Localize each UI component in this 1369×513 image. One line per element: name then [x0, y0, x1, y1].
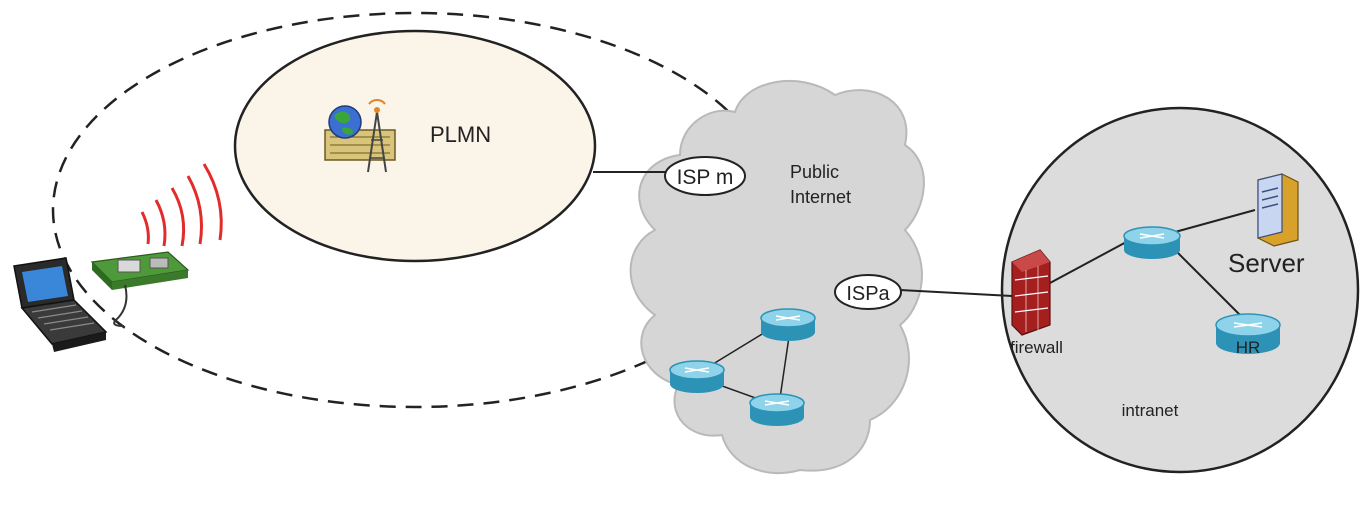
globe-antenna-icon — [324, 99, 396, 173]
plmn-label: PLMN — [430, 122, 491, 147]
isp-a-label: ISPa — [846, 283, 890, 305]
isp-m-label: ISP m — [677, 166, 734, 189]
signal-waves-icon — [140, 163, 223, 247]
firewall-router-link — [1049, 239, 1131, 284]
gsm-modem-icon — [90, 251, 190, 327]
server-icon — [1257, 173, 1299, 247]
plmn-ellipse — [233, 29, 597, 263]
hr-label: HR — [1236, 338, 1261, 357]
laptop-icon — [13, 257, 108, 352]
public-internet-label-line2: Internet — [790, 187, 851, 207]
hr-router-icon — [1215, 313, 1281, 354]
firewall-icon — [1011, 249, 1051, 336]
router-icon — [760, 308, 816, 341]
router-icon — [749, 393, 805, 426]
ispa-firewall-link — [899, 289, 1013, 297]
router-icon — [669, 360, 725, 393]
router-icon — [1123, 226, 1181, 259]
router-server-link — [1174, 209, 1256, 233]
internet-router-link-3 — [779, 329, 791, 399]
isp-m-node: ISP m — [664, 156, 746, 196]
firewall-label: firewall — [1010, 338, 1063, 357]
intranet-label: intranet — [1122, 401, 1179, 420]
public-internet-label-line1: Public — [790, 162, 839, 182]
intranet-circle — [1000, 106, 1360, 474]
server-label: Server — [1228, 248, 1305, 278]
router-hr-link — [1174, 249, 1241, 316]
isp-a-node: ISPa — [834, 274, 902, 310]
